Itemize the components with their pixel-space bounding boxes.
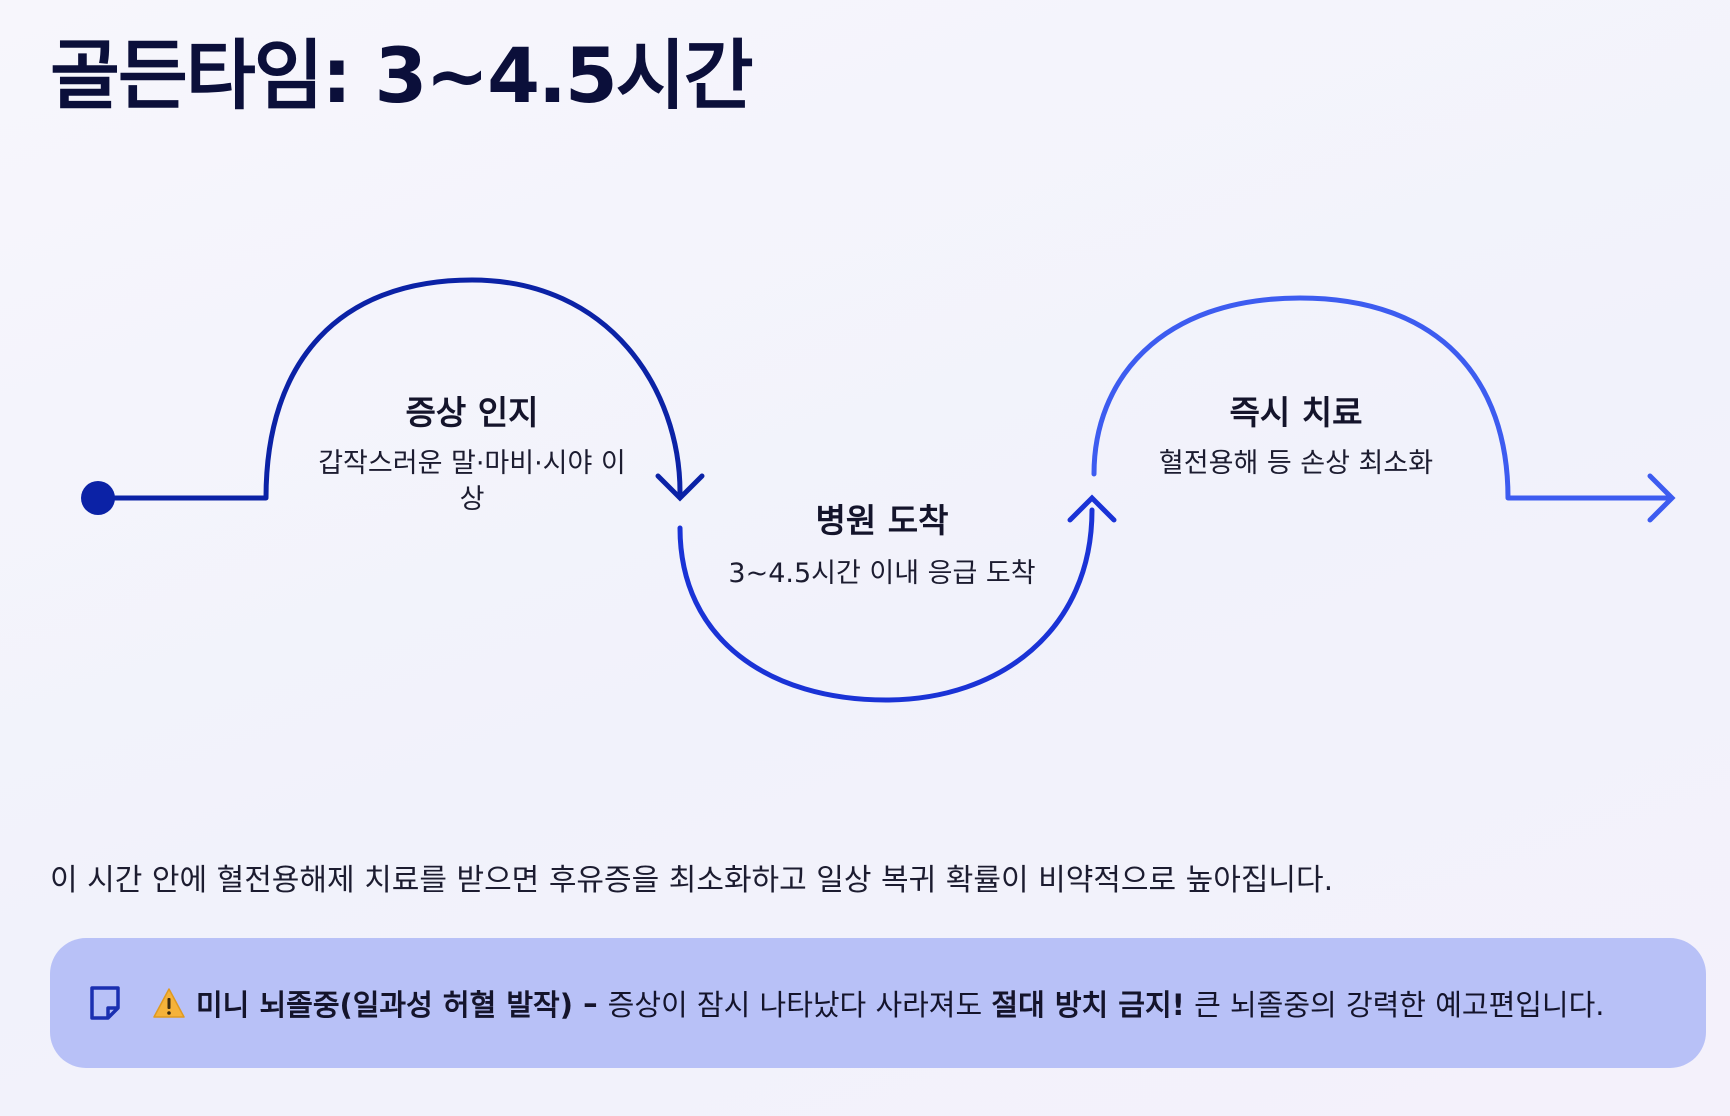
callout-lead: 미니 뇌졸중(일과성 허혈 발작) (196, 988, 573, 1022)
flow-arrow-up-icon (1067, 494, 1117, 523)
callout-strong: 절대 방치 금지! (991, 988, 1185, 1022)
body-paragraph: 이 시간 안에 혈전용해제 치료를 받으면 후유증을 최소화하고 일상 복귀 확… (50, 863, 1334, 898)
flow-arc-hospital (677, 507, 1095, 703)
flow-arrow-right-icon (1647, 473, 1676, 523)
step-title-hospital: 병원 도착 (816, 501, 949, 540)
step-desc-treatment: 혈전용해 등 손상 최소화 (1159, 448, 1433, 479)
flow-arc-treatment (1091, 295, 1511, 501)
callout-text-1: 증상이 잠시 나타났다 사라져도 (607, 988, 992, 1022)
step-desc-symptom-line2: 상 (460, 484, 485, 515)
tia-warning-callout: 미니 뇌졸중(일과성 허혈 발작) – 증상이 잠시 나타났다 사라져도 절대 … (50, 938, 1706, 1068)
flow-arrow-down-icon (655, 473, 705, 502)
step-desc-hospital: 3~4.5시간 이내 응급 도착 (728, 558, 1035, 589)
step-title-treatment: 즉시 치료 (1230, 393, 1363, 432)
golden-time-flow-diagram: 증상 인지 갑작스러운 말·마비·시야 이 상 병원 도착 3~4.5시간 이내… (81, 277, 1676, 703)
callout-dash: – (572, 986, 608, 1020)
flow-arc-symptom (263, 277, 683, 501)
callout-text-2: 큰 뇌졸중의 강력한 예고편입니다. (1184, 988, 1605, 1022)
page-title: 골든타임: 3~4.5시간 (50, 31, 754, 120)
warning-icon (152, 987, 186, 1019)
step-desc-symptom-line1: 갑작스러운 말·마비·시야 이 (318, 448, 626, 479)
step-title-symptom: 증상 인지 (406, 393, 539, 432)
sticky-note-icon (84, 982, 126, 1024)
